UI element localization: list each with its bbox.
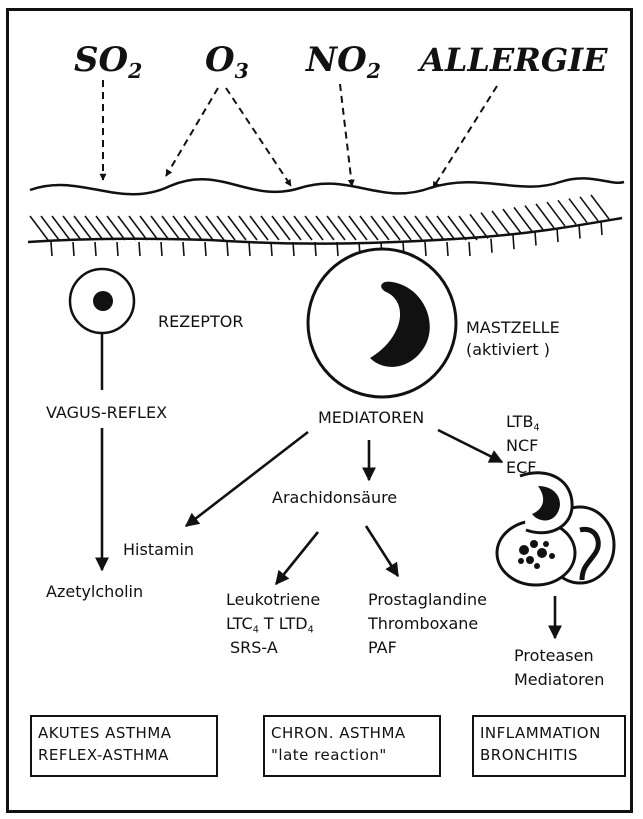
inflammation-line1: INFLAMMATION — [480, 722, 618, 744]
srs-a-label: SRS-A — [230, 638, 278, 658]
hatch-marks — [30, 195, 609, 256]
so2-label: SO2 — [74, 40, 142, 91]
mastzelle-note: (aktiviert ) — [466, 340, 550, 360]
chron-asthma-line1: CHRON. ASTHMA — [271, 722, 433, 744]
akutes-asthma-box: AKUTES ASTHMA REFLEX-ASTHMA — [30, 715, 218, 777]
mastzelle-label: MASTZELLE — [466, 318, 560, 338]
mastzelle-cell — [308, 249, 456, 397]
chron-asthma-line2: "late reaction" — [271, 744, 433, 766]
mediatoren2-label: Mediatoren — [514, 670, 604, 690]
no2-arrow — [340, 84, 352, 186]
thromboxane-label: Thromboxane — [368, 614, 478, 634]
o3-arrow-left — [166, 88, 218, 176]
arachidon-to-prostaglandine-arrow — [366, 526, 398, 576]
inflammatory-cells — [497, 473, 614, 585]
allergie-arrow — [433, 86, 497, 188]
rezeptor-label: REZEPTOR — [158, 312, 243, 332]
inflammation-box: INFLAMMATION BRONCHITIS — [472, 715, 626, 777]
ncf-label: NCF — [506, 436, 538, 456]
azetylcholin-label: Azetylcholin — [46, 582, 143, 602]
ltb4-label: LTB4 — [506, 412, 540, 438]
arachidon-to-leukotriene-arrow — [276, 532, 318, 584]
mediatoren-to-histamin-arrow — [186, 432, 308, 526]
akutes-asthma-line2: REFLEX-ASTHMA — [38, 744, 210, 766]
paf-label: PAF — [368, 638, 397, 658]
vagus-reflex-label: VAGUS-REFLEX — [46, 403, 167, 423]
arachidonsaeure-label: Arachidonsäure — [272, 488, 397, 508]
proteasen-label: Proteasen — [514, 646, 594, 666]
o3-label: O3 — [205, 40, 249, 91]
rezeptor-nucleus — [93, 291, 113, 311]
no2-label: NO2 — [306, 40, 381, 91]
basal-membrane — [28, 218, 622, 244]
epithelium-surface — [30, 178, 624, 194]
chron-asthma-box: CHRON. ASTHMA "late reaction" — [263, 715, 441, 777]
allergie-label: ALLERGIE — [420, 40, 608, 80]
o3-arrow-right — [226, 88, 291, 186]
akutes-asthma-line1: AKUTES ASTHMA — [38, 722, 210, 744]
ecf-label: ECF — [506, 458, 536, 478]
mediatoren-to-ltb-arrow — [438, 430, 502, 462]
leukotriene-label: Leukotriene — [226, 590, 320, 610]
ltc4-ltd4-label: LTC4 T LTD4 — [226, 614, 314, 640]
inflammation-line2: BRONCHITIS — [480, 744, 618, 766]
histamin-label: Histamin — [123, 540, 194, 560]
prostaglandine-label: Prostaglandine — [368, 590, 487, 610]
mediatoren-label: MEDIATOREN — [318, 408, 424, 428]
